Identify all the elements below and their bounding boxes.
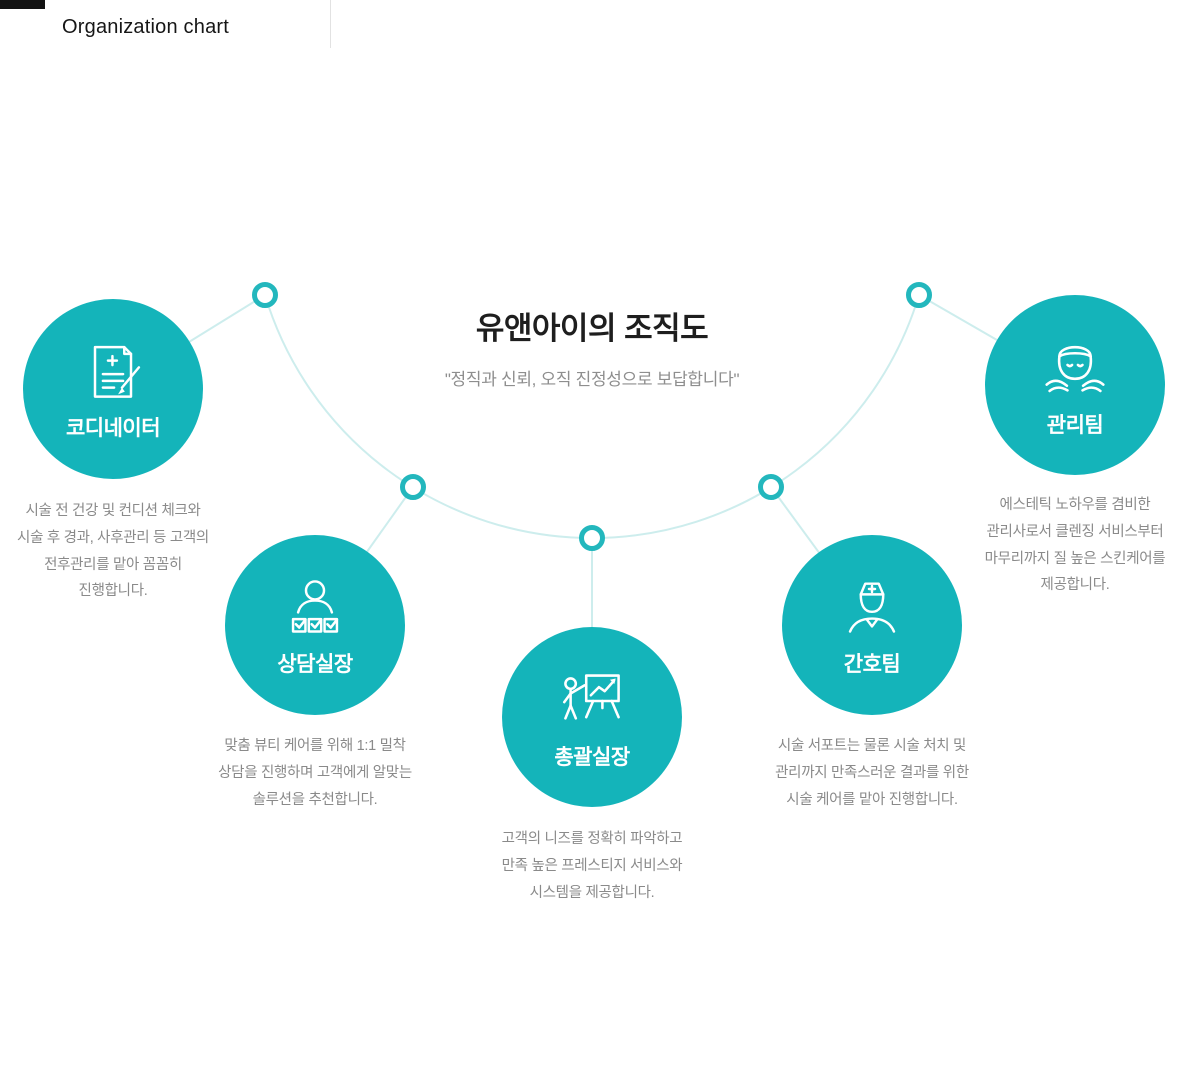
- node-care-team: 관리팀: [985, 295, 1165, 475]
- page-title-en: Organization chart: [62, 15, 230, 38]
- connector-dot: [758, 474, 784, 500]
- node-label: 간호팀: [843, 652, 901, 676]
- node-description: 시술 서포트는 물론 시술 처치 및 관리까지 만족스러운 결과를 위한 시술 …: [775, 738, 969, 808]
- node-nursing-team: 간호팀: [782, 535, 962, 715]
- chart-title: 유앤아이의 조직도: [475, 311, 709, 346]
- node-coordinator: 코디네이터: [23, 299, 203, 479]
- node-description: 에스테틱 노하우를 겸비한 관리사로서 클렌징 서비스부터 마무리까지 질 높은…: [984, 497, 1166, 594]
- node-label: 상담실장: [277, 652, 353, 676]
- node-description: 맞춤 뷰티 케어를 위해 1:1 밀착 상담을 진행하며 고객에게 알맞는 솔루…: [218, 738, 412, 808]
- connector-dot: [579, 525, 605, 551]
- node-description: 시술 전 건강 및 컨디션 체크와 시술 후 경과, 사후관리 등 고객의 전후…: [17, 503, 209, 600]
- node-consulting-manager: 상담실장: [225, 535, 405, 715]
- node-description: 고객의 니즈를 정확히 파악하고 만족 높은 프레스티지 서비스와 시스템을 제…: [501, 831, 683, 901]
- node-label: 관리팀: [1046, 413, 1104, 437]
- presentation-chart-icon: [562, 673, 620, 720]
- clipboard-pen-icon: [93, 345, 141, 398]
- node-general-manager: 총괄실장: [502, 627, 682, 807]
- connector-dot: [252, 282, 278, 308]
- connector-dot: [906, 282, 932, 308]
- chart-subtitle: "정직과 신뢰, 오직 진정성으로 보답합니다": [444, 370, 740, 389]
- facial-care-icon: [1045, 345, 1105, 392]
- header-accent-bar: [0, 0, 45, 9]
- node-label: 코디네이터: [65, 416, 161, 440]
- connector-dot: [400, 474, 426, 500]
- page-header: Organization chart: [0, 0, 331, 48]
- node-label: 총괄실장: [554, 745, 630, 769]
- consultation-checklist-icon: [291, 579, 339, 633]
- chart-title-block: 유앤아이의 조직도 "정직과 신뢰, 오직 진정성으로 보답합니다": [294, 303, 890, 390]
- nurse-icon: [848, 581, 896, 633]
